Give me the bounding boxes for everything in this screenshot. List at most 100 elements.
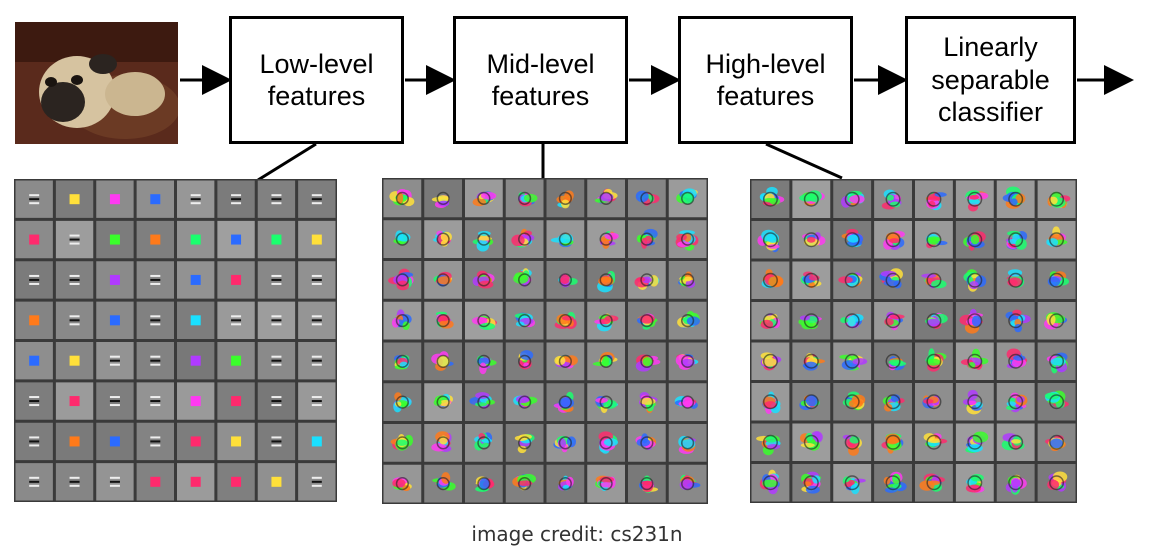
filter-cell <box>465 261 503 299</box>
filter-cell <box>136 382 174 420</box>
image-credit: image credit: cs231n <box>471 522 683 546</box>
filter-cell <box>833 383 872 421</box>
filter-cell <box>668 383 707 421</box>
filter-cell <box>915 383 953 421</box>
filter-cell <box>217 301 255 339</box>
filter-cell <box>505 179 544 218</box>
filter-cell <box>874 423 912 461</box>
high-level-features-box: High-level features <box>678 16 853 144</box>
filter-cell <box>546 301 585 340</box>
filter-cell <box>751 302 790 340</box>
filter-cell <box>15 463 53 501</box>
filter-cell <box>1037 464 1076 502</box>
filter-cell <box>298 342 336 380</box>
filter-cell <box>587 342 625 381</box>
filter-cell <box>792 342 831 380</box>
filter-cell <box>587 464 625 503</box>
filter-cell <box>96 422 134 461</box>
filter-cell <box>424 220 462 258</box>
filter-cell <box>668 179 707 218</box>
filter-cell <box>1037 383 1076 421</box>
filter-cell <box>792 423 831 461</box>
filter-cell <box>915 221 953 259</box>
filter-cell <box>751 383 790 421</box>
filter-cell <box>96 382 134 420</box>
filter-cell <box>383 301 422 340</box>
filter-cell <box>465 301 503 340</box>
filter-cell <box>1037 180 1076 218</box>
mid-level-features-box: Mid-level features <box>453 16 628 144</box>
filter-cell <box>298 463 336 501</box>
filter-cell <box>1037 342 1076 380</box>
filter-cell <box>1037 302 1076 340</box>
filter-cell <box>383 179 422 218</box>
filter-cell <box>505 261 544 299</box>
filter-cell <box>298 422 336 461</box>
filter-cell <box>792 302 831 340</box>
filter-cell <box>792 180 831 218</box>
filter-cell <box>217 463 255 501</box>
filter-cell <box>465 179 503 218</box>
filter-cell <box>668 464 707 503</box>
filter-cell <box>298 301 336 339</box>
filter-cell <box>257 382 296 420</box>
filter-cell <box>996 180 1035 218</box>
filter-cell <box>383 383 422 421</box>
filter-cell <box>628 424 666 462</box>
filter-cell <box>424 464 462 503</box>
filter-cell <box>424 179 462 218</box>
filter-cell <box>298 220 336 259</box>
filter-cell <box>217 180 255 218</box>
filter-cell <box>587 179 625 218</box>
filter-cell <box>1037 261 1076 299</box>
filter-cell <box>257 261 296 299</box>
filter-cell <box>177 180 215 218</box>
filter-cell <box>136 301 174 339</box>
filter-cell <box>833 464 872 502</box>
filter-cell <box>915 180 953 218</box>
filter-cell <box>874 221 912 259</box>
filter-cell <box>257 342 296 380</box>
filter-cell <box>955 180 994 218</box>
filter-cell <box>136 463 174 501</box>
filter-cell <box>955 302 994 340</box>
filter-cell <box>298 180 336 218</box>
low-level-filter-grid <box>14 179 337 502</box>
filter-cell <box>628 464 666 503</box>
filter-cell <box>874 261 912 299</box>
filter-cell <box>833 423 872 461</box>
filter-cell <box>546 220 585 258</box>
filter-cell <box>15 220 53 259</box>
filter-cell <box>15 382 53 420</box>
filter-cell <box>587 261 625 299</box>
filter-cell <box>874 302 912 340</box>
filter-cell <box>257 463 296 501</box>
filter-cell <box>751 180 790 218</box>
filter-cell <box>424 342 462 381</box>
filter-cell <box>96 301 134 339</box>
line-low-to-grid <box>257 142 317 182</box>
filter-cell <box>15 261 53 299</box>
filter-cell <box>257 220 296 259</box>
filter-cell <box>177 422 215 461</box>
filter-cell <box>546 383 585 421</box>
filter-cell <box>628 261 666 299</box>
filter-cell <box>955 464 994 502</box>
filter-cell <box>915 464 953 502</box>
filter-cell <box>177 261 215 299</box>
filter-cell <box>996 342 1035 380</box>
filter-cell <box>96 180 134 218</box>
filter-cell <box>955 221 994 259</box>
filter-cell <box>915 423 953 461</box>
filter-cell <box>136 422 174 461</box>
filter-cell <box>546 424 585 462</box>
filter-cell <box>546 342 585 381</box>
filter-cell <box>177 382 215 420</box>
filter-cell <box>136 261 174 299</box>
filter-cell <box>996 302 1035 340</box>
filter-cell <box>177 463 215 501</box>
filter-cell <box>15 180 53 218</box>
filter-cell <box>177 220 215 259</box>
